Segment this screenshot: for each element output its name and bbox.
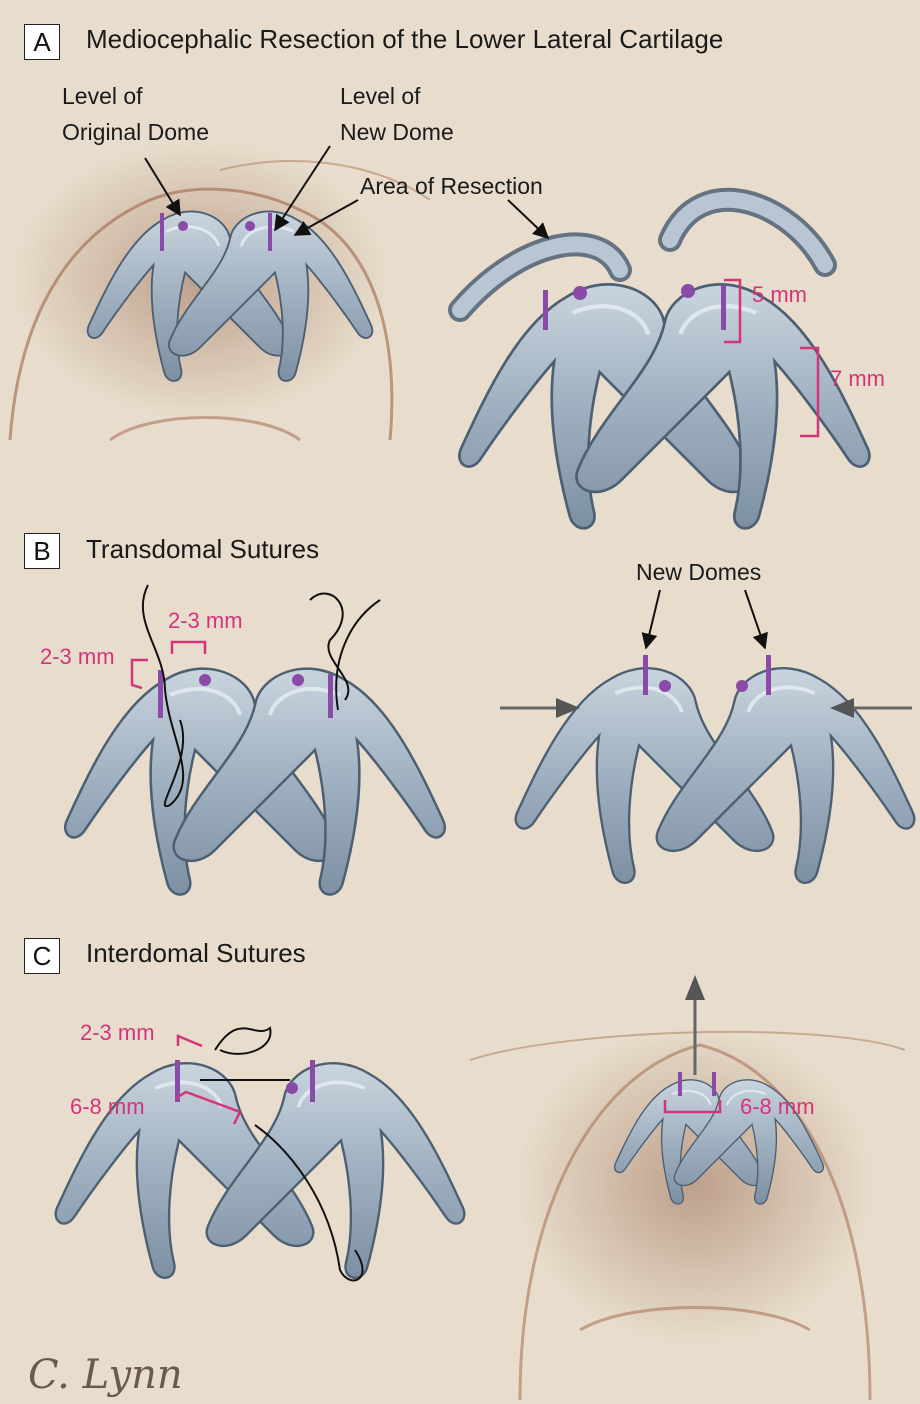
panel-a-cartilage-large [459,200,869,528]
panel-c-letter: C [24,938,60,974]
measurement-5mm: 5 mm [752,282,807,308]
bracket-b-left [132,660,148,688]
compression-arrow-left [500,698,580,718]
label-level-new-line1: Level of [340,78,454,114]
new-dome-arrow-right [745,590,765,648]
panel-b-cartilage-right [516,655,915,883]
measurement-b-top: 2-3 mm [168,608,243,634]
bracket-b-top [172,642,205,654]
panel-a-letter: A [24,24,60,60]
panel-b-cartilage-left [65,585,445,895]
panel-b-title: Transdomal Sutures [86,534,319,565]
measurement-7mm: 7 mm [830,366,885,392]
panel-b-letter: B [24,533,60,569]
panel-c-title: Interdomal Sutures [86,938,306,969]
label-level-new: Level of New Dome [340,78,454,150]
measurement-c-left: 6-8 mm [70,1094,145,1120]
label-level-original: Level of Original Dome [62,78,209,150]
artist-signature: C. Lynn [28,1352,183,1398]
label-new-domes: New Domes [636,554,761,590]
panel-c-nose-base [470,1025,905,1400]
new-dome-arrow-left [646,590,660,648]
resection-arrow-right [508,200,548,238]
panel-a-title: Mediocephalic Resection of the Lower Lat… [86,24,723,55]
label-level-original-line2: Original Dome [62,114,209,150]
measurement-c-top: 2-3 mm [80,1020,155,1046]
bracket-c-top [178,1036,202,1046]
label-level-original-line1: Level of [62,78,209,114]
label-level-new-line2: New Dome [340,114,454,150]
label-area-resection: Area of Resection [360,168,543,204]
panel-c-cartilage [56,1028,465,1280]
measurement-b-left: 2-3 mm [40,644,115,670]
measurement-c-right: 6-8 mm [740,1094,815,1120]
